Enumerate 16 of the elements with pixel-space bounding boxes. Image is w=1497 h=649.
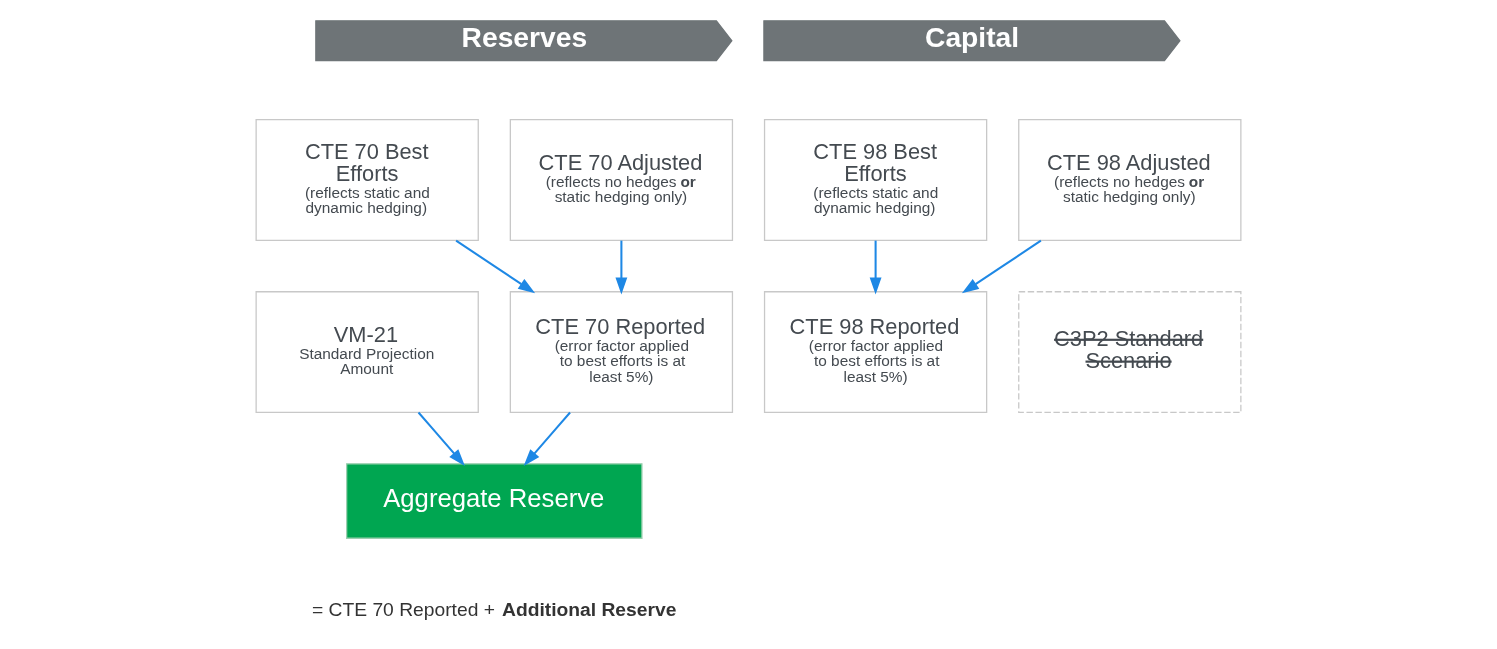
node-box: VM-21 Standard Projection Amount — [255, 291, 479, 414]
arrow — [455, 239, 536, 294]
node-box: CTE 70 Best Efforts (reflects static and dynamic hedging) — [255, 119, 479, 242]
arrow — [869, 240, 882, 295]
node-label: = CTE 70 Reported + Additional Reserve — [311, 598, 677, 620]
node-box: CTE 98 Adjusted (reflects no hedges or static hedging only) — [1018, 119, 1242, 242]
node-box: C3P2 Standard Scenario — [1018, 291, 1242, 414]
arrow — [615, 240, 628, 295]
arrow — [961, 239, 1042, 294]
node-box: CTE 70 Adjusted (reflects no hedges or static hedging only) — [509, 119, 734, 242]
arrow — [417, 411, 465, 466]
node-box: CTE 98 Best Efforts (reflects static and dynamic hedging) — [763, 119, 988, 242]
node-box: Aggregate Reserve — [346, 463, 643, 539]
node-box: CTE 98 Reported (error factor applied to best efforts is at least 5%) — [763, 291, 988, 414]
node-box: CTE 70 Reported (error factor applied to best efforts is at least 5%) — [509, 291, 734, 414]
arrow — [523, 411, 571, 466]
